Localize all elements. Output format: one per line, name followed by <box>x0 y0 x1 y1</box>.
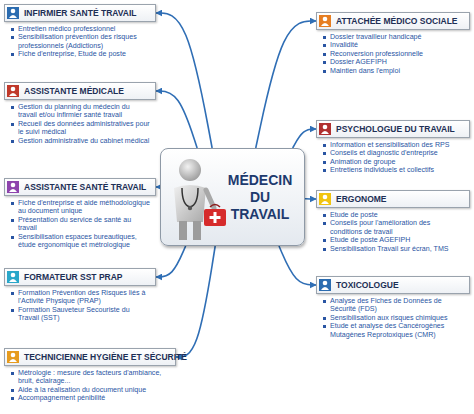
connector-curve <box>156 91 197 148</box>
role-node: FORMATEUR SST PRAP Formation Prévention d… <box>4 268 156 323</box>
task-bullet: Etude de poste AGEFIPH <box>322 236 464 244</box>
role-node: TECHNICIENNE HYGIÈNE ET SÉCURITÉ Métrolog… <box>4 348 176 403</box>
role-heading: FORMATEUR SST PRAP <box>4 268 156 286</box>
role-heading: TECHNICIENNE HYGIÈNE ET SÉCURITÉ <box>4 348 176 366</box>
task-bullet: Fiche d'entreprise, Etude de poste <box>10 50 150 58</box>
role-heading: INFIRMIER SANTÉ TRAVAIL <box>4 4 156 22</box>
task-bullet: Accompagnement pénibilité <box>10 394 170 402</box>
task-bullet: Entretiens individuels et collectifs <box>322 166 464 174</box>
connector-curve <box>156 13 212 148</box>
role-node: TOXICOLOGUE Analyse des Fiches de Données… <box>316 276 470 339</box>
connector-curve <box>176 246 215 357</box>
task-bullet: Conseils pour l'amélioration des conditi… <box>322 219 464 236</box>
task-bullet: Maintien dans l'emploi <box>322 67 464 75</box>
task-bullet: Invalidité <box>322 41 464 49</box>
task-bullet: Dossier travailleur handicapé <box>322 33 464 41</box>
task-bullet: Fiche d'entreprise et aide méthodologiqu… <box>10 199 150 216</box>
task-bullet: Recueil des données administratives pour… <box>10 120 150 137</box>
task-bullet: Reconversion professionnelle <box>322 50 464 58</box>
task-bullet: Animation de groupe <box>322 158 464 166</box>
task-bullet: Aide à la réalisation du document unique <box>10 386 170 394</box>
role-node: PSYCHOLOGUE DU TRAVAIL Information et sen… <box>316 120 470 175</box>
role-heading: PSYCHOLOGUE DU TRAVAIL <box>316 120 470 138</box>
role-heading: ERGONOME <box>316 190 470 208</box>
task-bullet: Sensibilisation Travail sur écran, TMS <box>322 245 464 253</box>
connector-curve <box>156 246 186 277</box>
connector-curve <box>256 21 316 148</box>
role-node: ATTACHÉE MÉDICO SOCIALE Dossier travaille… <box>316 12 470 75</box>
task-bullet: Conseils et diagnostic d'entreprise <box>322 149 464 157</box>
role-node: INFIRMIER SANTÉ TRAVAIL Entretien médico … <box>4 4 156 59</box>
central-title: MÉDECIN DU TRAVAIL <box>220 172 300 223</box>
connector-curve <box>305 198 316 200</box>
task-bullet: Sensibilisation prévention des risques p… <box>10 33 150 50</box>
task-bullet: Etude et analyse des Cancérogènes Mutagè… <box>322 322 464 339</box>
task-bullet: Présentation du service de santé au trav… <box>10 216 150 233</box>
task-bullet: Sensibilisation espaces bureautiques, ét… <box>10 233 150 250</box>
task-bullet: Formation Prévention des Risques liés à … <box>10 289 150 306</box>
task-bullet: Information et sensibilisation des RPS <box>322 141 464 149</box>
task-bullet: Analyse des Fiches de Données de Sécurit… <box>322 297 464 314</box>
task-bullet: Métrologie : mesure des facteurs d'ambia… <box>10 369 170 386</box>
connector-curve <box>293 129 316 148</box>
role-heading: ASSISTANTE MÉDICALE <box>4 82 156 100</box>
task-bullet: Entretien médico professionnel <box>10 25 150 33</box>
role-node: ASSISTANTE MÉDICALE Gestion du planning d… <box>4 82 156 145</box>
role-heading: TOXICOLOGUE <box>316 276 470 294</box>
task-bullet: Sensibilisation aux risques chimiques <box>322 314 464 322</box>
role-heading: ASSISTANTE SANTÉ TRAVAIL <box>4 178 156 196</box>
role-heading: ATTACHÉE MÉDICO SOCIALE <box>316 12 470 30</box>
task-bullet: Gestion du planning du médecin du travai… <box>10 103 150 120</box>
central-node: MÉDECIN DU TRAVAIL <box>160 148 305 246</box>
task-bullet: Formation Sauveteur Secouriste du Travai… <box>10 306 150 323</box>
role-node: ASSISTANTE SANTÉ TRAVAIL Fiche d'entrepri… <box>4 178 156 249</box>
task-bullet: Etude de poste <box>322 211 464 219</box>
task-bullet: Gestion administrative du cabinet médica… <box>10 137 150 145</box>
role-node: ERGONOME Etude de posteConseils pour l'am… <box>316 190 470 253</box>
task-bullet: Dossier AGEFIPH <box>322 58 464 66</box>
connector-curve <box>279 246 316 285</box>
